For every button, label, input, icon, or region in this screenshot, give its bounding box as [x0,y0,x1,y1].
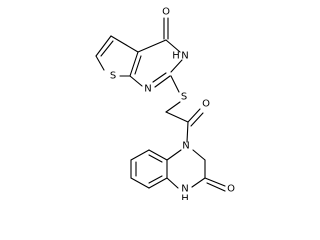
bond-c8-c8a [148,177,168,189]
bond-ch2-carbonyl [165,111,189,123]
bond-c5-c4a [110,35,139,53]
atom-n-pyrimidinone: N [181,51,188,62]
atom-o-acyl: O [202,99,210,110]
bond-n4-c4a [166,149,182,161]
bond-c3-n1 [191,177,206,188]
bond-n4-ch2 [192,149,206,161]
bond-c4a-c4 [137,39,167,53]
bond-c7a-c4a-second [134,55,142,75]
bond-layer [95,17,226,192]
bond-c4a-c5 [148,149,168,161]
bond-c6-c5-second [100,40,114,57]
bond-c3-o [204,177,226,187]
atom-o-pyrimidinone: O [162,7,170,18]
atom-o-lactam: O [227,184,235,195]
bond-c8-c8a-second [148,175,163,184]
atom-h-lactam: H [181,194,189,201]
bond-n3-c2 [170,59,183,73]
bond-carbonyl-o-second [190,112,204,127]
bond-s-c6 [95,55,105,71]
atom-s-thiophene: S [110,71,116,82]
bond-c6-c5 [95,35,112,57]
atom-s-thioether: S [181,92,187,103]
bond-carbonyl-n4 [186,121,189,143]
atom-n-lactam: N [181,184,188,195]
atom-h-pyrimidinone: H [172,51,180,62]
molecule-structure-diagram: O N H S N S O N O N H [95,7,235,201]
bond-c4-n3 [165,39,181,53]
bond-c3-o-second [206,182,226,192]
bond-c7-c8 [130,177,150,189]
bond-carbonyl-o [187,108,201,123]
bond-c2-n1-second [152,72,167,83]
bond-c4a-c5-second [148,154,163,163]
bond-s-ch2 [165,101,181,113]
atom-n-quinoxaline: N [182,141,189,152]
bond-c2-n1 [154,75,171,88]
bond-c2-s [170,75,180,93]
bond-c7a-c4a [129,51,139,77]
bond-n1-c7a [129,75,143,87]
atom-label-layer: O N H S N S O N O N H [110,7,235,201]
bond-c5-c6 [130,149,150,161]
bond-n1-c8a [166,177,179,189]
atom-n-pyrimidine: N [144,84,151,95]
